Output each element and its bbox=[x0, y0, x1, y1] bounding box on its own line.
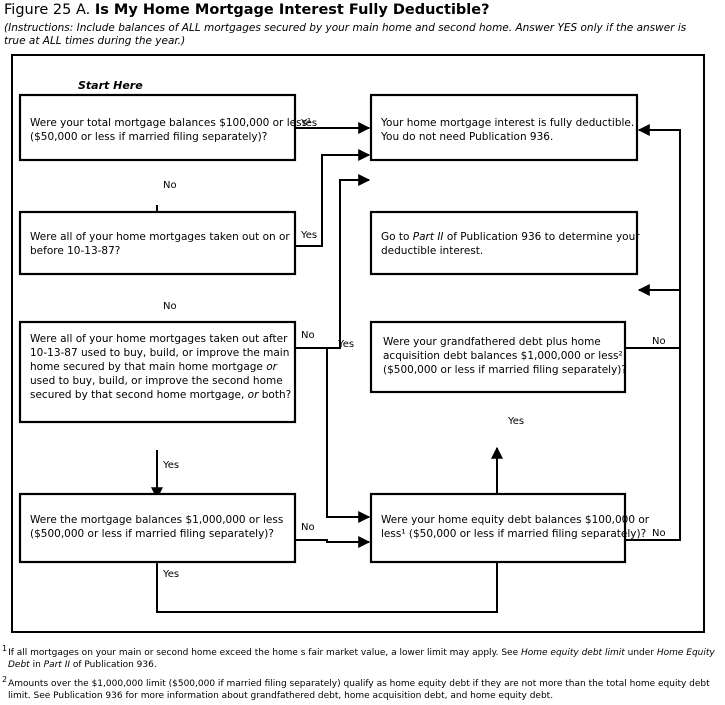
footnote-1: 1If all mortgages on your main or second… bbox=[2, 643, 722, 671]
edge-label-q4-yes: Yes bbox=[162, 569, 179, 580]
edge-q3-no bbox=[295, 347, 371, 523]
edge-label-q4-yes-to-q5: Yes bbox=[507, 416, 524, 427]
footnote-1-text: If all mortgages on your main or second … bbox=[8, 648, 715, 670]
node-q5-line-0: Were your grandfathered debt plus home bbox=[383, 336, 601, 348]
node-q5-line-1: acquisition debt balances $1,000,000 or … bbox=[383, 350, 623, 362]
node-r1-box bbox=[369, 93, 639, 162]
node-r1-line-0: Your home mortgage interest is fully ded… bbox=[380, 117, 634, 129]
node-r2-line-1: deductible interest. bbox=[381, 245, 483, 257]
figure-label: Figure 25 A. bbox=[4, 2, 91, 18]
node-q2-box bbox=[18, 210, 297, 276]
node-q6-line-1: less¹ ($50,000 or less if married filing… bbox=[381, 528, 646, 540]
footnote-2: 2Amounts over the $1,000,000 limit ($500… bbox=[2, 674, 722, 702]
node-r2-box bbox=[369, 210, 639, 276]
edge-label-q1-no: No bbox=[163, 180, 177, 191]
edge-label-q1-yes: Yes bbox=[300, 118, 317, 129]
node-q3-line-1: 10-13-87 used to buy, build, or improve … bbox=[30, 347, 289, 359]
flowchart-canvas: Start Here Were your total mo bbox=[11, 54, 705, 633]
node-q4-box bbox=[18, 492, 297, 564]
node-r2-line-0: Go to Part II of Publication 936 to dete… bbox=[381, 231, 640, 243]
node-q3-box bbox=[18, 320, 297, 424]
edge-q6-no bbox=[625, 124, 681, 541]
edge-label-q3-yes: Yes bbox=[337, 339, 354, 350]
node-q1-line-0: Were your total mortgage balances $100,0… bbox=[30, 117, 311, 129]
node-q3-line-2: home secured by that main home mortgage … bbox=[30, 361, 278, 373]
edge-label-q5-no: No bbox=[652, 336, 666, 347]
edge-label-q3-no: No bbox=[301, 330, 315, 341]
node-q5-box bbox=[369, 320, 627, 394]
edge-label-q4-no: No bbox=[301, 522, 315, 533]
node-q6-box bbox=[369, 492, 627, 564]
edge-label-q4-yes-upper: Yes bbox=[162, 460, 179, 471]
edge-label-q2-no: No bbox=[163, 301, 177, 312]
node-r1-line-1: You do not need Publication 936. bbox=[380, 131, 553, 143]
edge-label-q6-no: No bbox=[652, 528, 666, 539]
edge-q3-yes bbox=[295, 174, 371, 349]
footnote-2-text: Amounts over the $1,000,000 limit ($500,… bbox=[8, 679, 710, 701]
figure-header: Figure 25 A. Is My Home Mortgage Interes… bbox=[4, 2, 720, 19]
footnotes: 1If all mortgages on your main or second… bbox=[2, 643, 722, 705]
node-q2-line-0: Were all of your home mortgages taken ou… bbox=[30, 231, 290, 243]
node-q6-line-0: Were your home equity debt balances $100… bbox=[381, 514, 650, 526]
figure-border bbox=[11, 54, 705, 633]
instructions-text: (Instructions: Include balances of ALL m… bbox=[4, 22, 687, 47]
node-q3-line-4: secured by that second home mortgage, or… bbox=[30, 389, 291, 401]
edge-q4-no bbox=[295, 536, 371, 548]
footnote-1-marker: 1 bbox=[2, 644, 8, 653]
start-here-label: Start Here bbox=[78, 79, 143, 92]
footnote-2-marker: 2 bbox=[2, 675, 8, 684]
node-q3-line-0: Were all of your home mortgages taken ou… bbox=[30, 333, 288, 345]
page-title: Is My Home Mortgage Interest Fully Deduc… bbox=[94, 2, 490, 18]
node-q3-line-3: used to buy, build, or improve the secon… bbox=[30, 375, 283, 387]
node-q5-line-2: ($500,000 or less if married filing sepa… bbox=[383, 364, 627, 376]
node-q1-line-1: ($50,000 or less if married filing separ… bbox=[30, 131, 267, 143]
node-q4-line-1: ($500,000 or less if married filing sepa… bbox=[30, 528, 274, 540]
node-q4-line-0: Were the mortgage balances $1,000,000 or… bbox=[30, 514, 283, 526]
node-q1-box bbox=[18, 93, 297, 162]
edge-q2-yes bbox=[295, 149, 371, 247]
edge-label-q2-yes: Yes bbox=[300, 230, 317, 241]
node-q2-line-1: before 10-13-87? bbox=[30, 245, 120, 257]
